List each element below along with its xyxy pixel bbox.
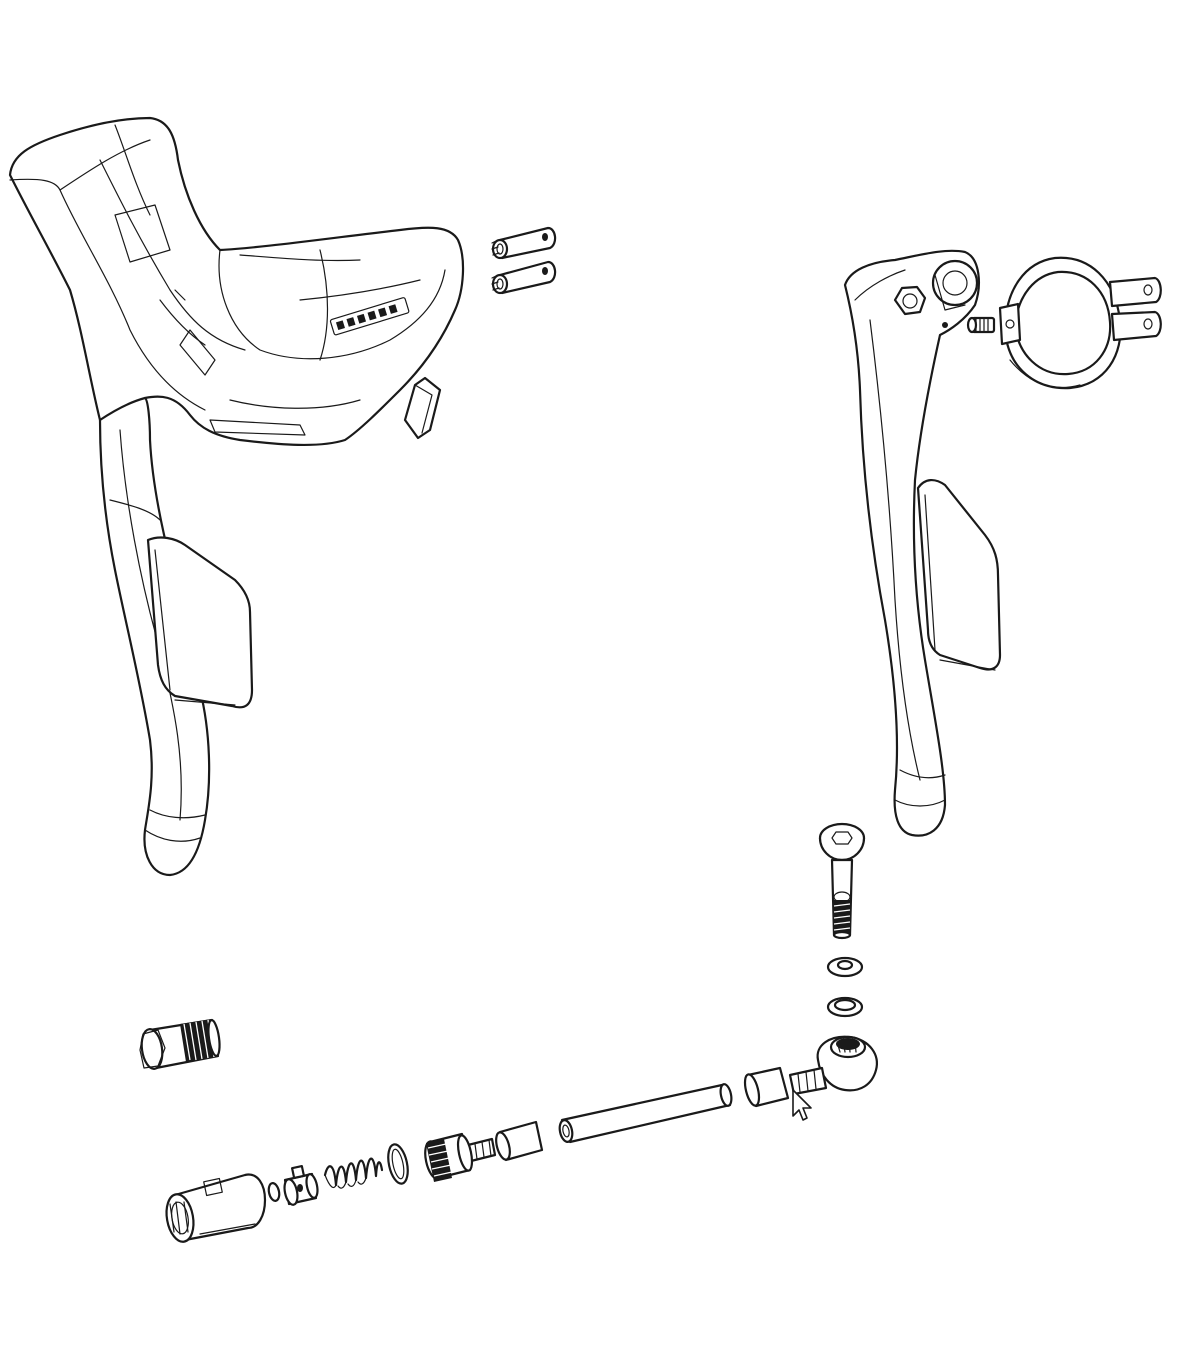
shifter-lever-assembly (8, 116, 465, 877)
pivot-pin-upper (491, 226, 557, 260)
hose (558, 1083, 733, 1144)
clamp-bolt (966, 316, 996, 334)
threaded-nut (139, 1018, 221, 1070)
small-seal (267, 1182, 281, 1202)
shift-paddle (146, 536, 254, 709)
mouse-cursor-icon (792, 1089, 812, 1121)
compression-sleeve-right (743, 1066, 790, 1108)
banjo-fitting (788, 1035, 878, 1096)
bleed-port-adapter (165, 1173, 267, 1243)
shifter-blade-outline (98, 396, 211, 877)
lever-blade-outline (843, 249, 980, 837)
hood-body-outline (8, 116, 465, 447)
compression-sleeve-center (495, 1120, 544, 1162)
pivot-pin-lower (491, 260, 557, 295)
hose-barb-fitting (424, 1132, 497, 1182)
handlebar-clamp (998, 256, 1162, 390)
o-ring (387, 1143, 409, 1185)
washers (826, 956, 864, 1018)
piston (283, 1164, 319, 1206)
pivot-boss (931, 259, 979, 307)
brand-badge (329, 297, 410, 336)
pivot-pins (491, 226, 557, 295)
washer-upper (826, 956, 864, 978)
spring (323, 1157, 384, 1189)
lever-paddle (916, 479, 1002, 671)
brake-lever-blade (843, 249, 1002, 837)
banjo-bolt (818, 822, 866, 940)
lever-hex-nut (893, 285, 927, 316)
